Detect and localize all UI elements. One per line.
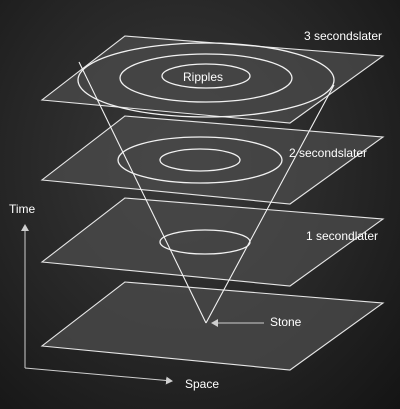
ripple-3-seconds-outer — [77, 42, 335, 118]
plane-stone — [40, 281, 385, 371]
label-stone: Stone — [270, 315, 302, 329]
ripple-3-seconds-middle — [119, 53, 293, 103]
label-2-seconds-later: 2 secondslater — [289, 146, 368, 160]
ripple-2-seconds-inner — [159, 148, 241, 172]
plane-2-seconds — [40, 115, 385, 205]
ripple-3-seconds-inner — [161, 63, 251, 89]
label-space-axis: Space — [185, 377, 220, 391]
space-axis-arrow — [24, 367, 173, 385]
plane-1-second — [40, 197, 385, 287]
label-ripples: Ripples — [183, 70, 224, 84]
label-1-second-later: 1 secondlater — [306, 229, 379, 243]
plane-3-seconds — [40, 35, 385, 124]
cone-left-edge — [78, 61, 207, 324]
ripple-2-seconds-outer — [117, 136, 283, 184]
label-time-axis: Time — [9, 202, 36, 216]
cone-right-edge — [205, 84, 335, 324]
label-3-seconds-later: 3 secondslater — [304, 29, 383, 43]
